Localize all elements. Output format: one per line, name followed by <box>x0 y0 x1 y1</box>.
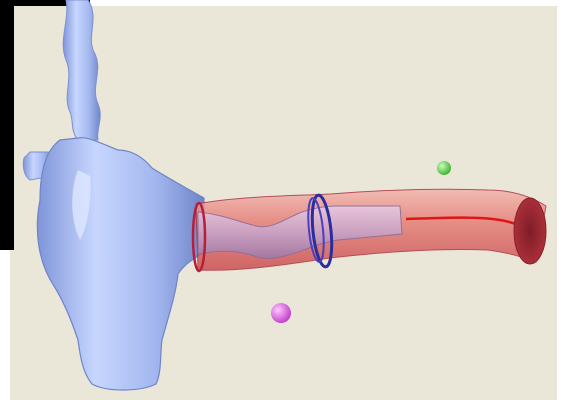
left-black-panel <box>0 0 14 250</box>
sleeve-end-cap <box>514 198 546 264</box>
green-marker[interactable] <box>437 161 451 175</box>
magenta-marker[interactable] <box>271 303 291 323</box>
